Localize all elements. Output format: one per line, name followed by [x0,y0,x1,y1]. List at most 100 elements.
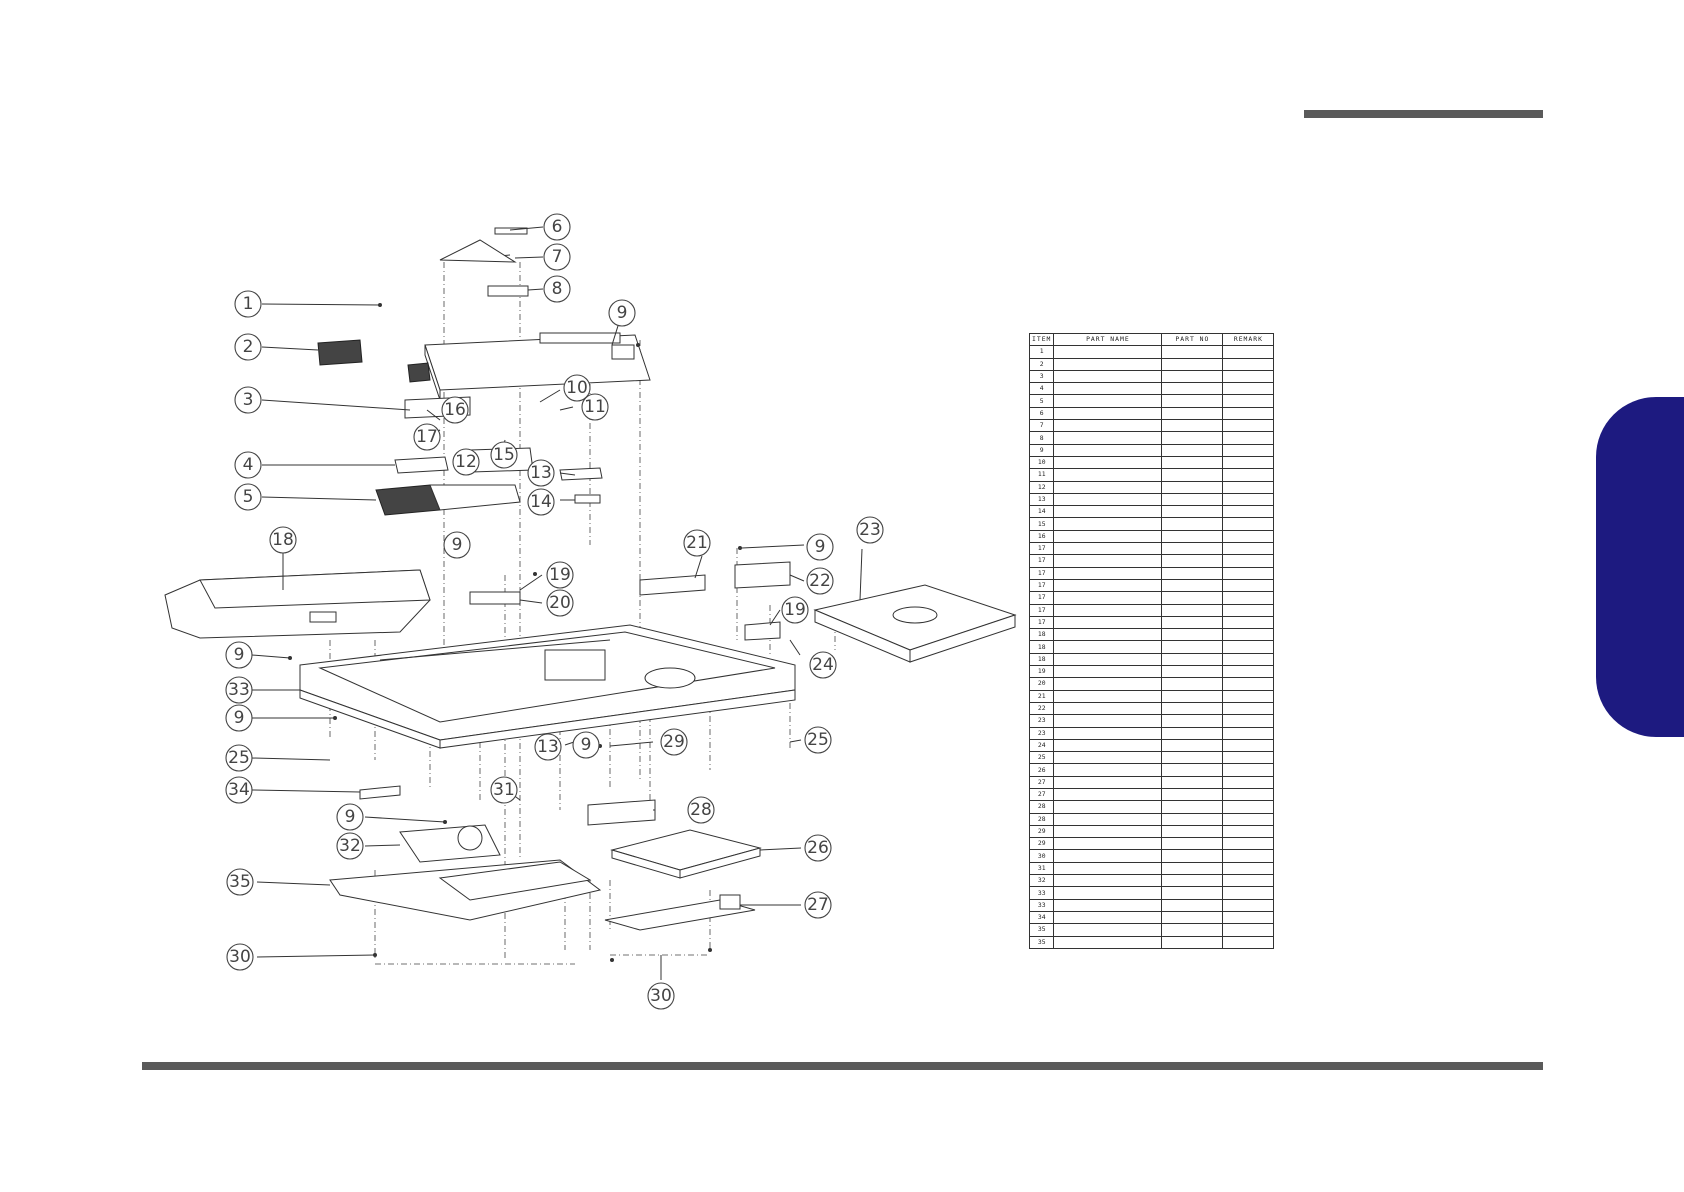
table-row: 28 [1028,800,1275,814]
remark-cell [1222,394,1275,408]
table-row: 17 [1028,591,1275,605]
callout-29: 29 [660,728,688,756]
svg-text:30: 30 [650,986,672,1006]
table-row: 20 [1028,677,1275,691]
part-name-cell [1053,677,1163,691]
remark-cell [1222,738,1275,753]
table-row: 6 [1028,406,1275,421]
svg-text:9: 9 [234,708,245,728]
item-cell: 3 [1028,369,1055,384]
svg-text:27: 27 [807,895,829,915]
callout-11: 11 [581,393,609,421]
callout-9-top: 9 [608,299,636,327]
remark-cell [1222,861,1275,876]
part-name-cell [1053,874,1163,888]
item-cell: 11 [1028,468,1055,482]
remark-cell [1222,406,1275,421]
table-row: 23 [1028,726,1275,740]
svg-text:21: 21 [686,533,708,553]
svg-text:9: 9 [617,303,628,323]
table-row: 33 [1028,886,1275,900]
callout-30-bottom: 30 [647,982,675,1010]
svg-text:32: 32 [339,836,361,856]
part-no-cell [1161,529,1224,544]
col-item-header: ITEM [1028,332,1055,347]
remark-cell [1222,554,1275,568]
part-no-cell [1161,923,1224,937]
part-name-cell [1053,849,1163,863]
mainboard-part [317,227,651,401]
callout-16: 16 [441,396,469,424]
table-row: 17 [1028,603,1275,617]
remark-cell [1222,910,1275,925]
part-no-cell [1161,468,1224,482]
item-cell: 22 [1028,701,1055,716]
part-name-cell [1053,714,1163,728]
heatsink-part [375,396,603,516]
table-row: 12 [1028,480,1275,494]
item-cell: 27 [1028,787,1055,802]
part-no-cell [1161,628,1224,642]
table-row: 19 [1028,665,1275,679]
remark-cell [1222,923,1275,937]
table-row: 25 [1028,751,1275,765]
part-name-cell [1053,369,1163,384]
part-name-cell [1053,345,1163,359]
part-name-cell [1053,910,1163,925]
part-no-cell [1161,455,1224,470]
callout-18: 18 [269,526,297,554]
callout-9-fan: 9 [336,803,364,831]
part-no-cell [1161,480,1224,494]
table-row: 1 [1028,345,1275,359]
callout-1: 1 [234,290,262,318]
part-no-cell [1161,345,1224,359]
remark-cell [1222,419,1275,433]
part-name-cell [1053,812,1163,826]
part-no-cell [1161,886,1224,900]
part-no-cell [1161,800,1224,814]
callout-28: 28 [687,796,715,824]
table-row: 18 [1028,628,1275,642]
item-cell: 15 [1028,517,1055,531]
remark-cell [1222,566,1275,580]
svg-text:24: 24 [812,655,834,675]
remark-cell [1222,628,1275,642]
remark-cell [1222,874,1275,888]
remark-cell [1222,578,1275,593]
table-row: 29 [1028,837,1275,851]
part-name-cell [1053,419,1163,433]
part-no-cell [1161,775,1224,789]
item-cell: 34 [1028,910,1055,925]
item-cell: 8 [1028,431,1055,445]
table-row: 13 [1028,492,1275,507]
part-name-cell [1053,701,1163,716]
svg-text:3: 3 [243,390,254,410]
part-name-cell [1053,640,1163,654]
callout-9-audio: 9 [806,533,834,561]
table-row: 15 [1028,517,1275,531]
part-no-cell [1161,640,1224,654]
svg-text:12: 12 [455,452,477,472]
item-cell: 24 [1028,738,1055,753]
svg-text:19: 19 [784,600,806,620]
remark-cell [1222,677,1275,691]
table-row: 17 [1028,542,1275,556]
part-name-cell [1053,923,1163,937]
part-name-cell [1053,455,1163,470]
callout-3: 3 [234,386,262,414]
svg-text:25: 25 [807,730,829,750]
callout-4: 4 [234,451,262,479]
remark-cell [1222,824,1275,839]
item-cell: 35 [1028,935,1055,949]
table-row: 10 [1028,455,1275,470]
svg-text:11: 11 [584,397,606,417]
remark-cell [1222,542,1275,556]
table-row: 27 [1028,787,1275,802]
svg-text:9: 9 [345,807,356,827]
part-name-cell [1053,652,1163,667]
part-name-cell [1053,566,1163,580]
table-row: 23 [1028,714,1275,728]
section-side-tab [1596,397,1684,737]
svg-text:9: 9 [581,735,592,755]
